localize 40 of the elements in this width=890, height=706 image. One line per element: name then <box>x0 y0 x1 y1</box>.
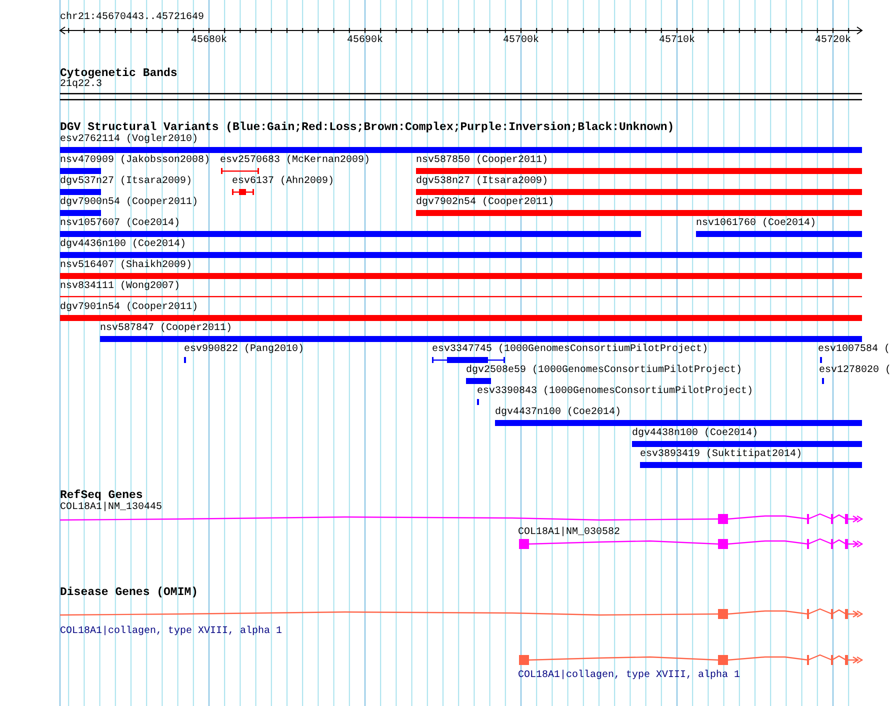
feature-label: nsv516407 (Shaikh2009) <box>60 261 192 271</box>
feature-label: dgv7900n54 (Cooper2011) <box>60 198 198 208</box>
feature-label: esv3893419 (Suktitipat2014) <box>640 450 802 460</box>
feature-label: dgv4437n100 (Coe2014) <box>495 408 622 418</box>
feature-label: dgv7901n54 (Cooper2011) <box>60 303 198 313</box>
feature-label: dgv537n27 (Itsara2009) <box>60 177 192 187</box>
feature-label: esv3390843 (1000GenomesConsortiumPilotProject) <box>477 387 754 397</box>
feature-label: nsv1061760 (Coe2014) <box>696 219 816 229</box>
gene-label: COL18A1|collagen, type XVIII, alpha 1 <box>60 627 282 637</box>
feature-label: dgv4438n100 (Coe2014) <box>632 429 758 439</box>
gene-label: COL18A1|NM_030582 <box>518 528 620 538</box>
tick-label: 45700k <box>503 36 539 46</box>
feature-label: esv1278020 ( <box>819 366 890 376</box>
feature-label: esv2762114 (Vogler2010) <box>60 135 198 145</box>
feature-label: dgv2508e59 (1000GenomesConsortiumPilotProject) <box>466 366 742 376</box>
feature-label: esv3347745 (1000GenomesConsortiumPilotProject) <box>432 345 708 355</box>
coordinate-text: chr21:45670443..45721649 <box>60 13 204 23</box>
feature-label: esv6137 (Ahn2009) <box>232 177 334 187</box>
gene-label: COL18A1|NM_130445 <box>60 503 162 513</box>
tick-label: 45710k <box>659 36 695 46</box>
feature-label: dgv4436n100 (Coe2014) <box>60 240 186 250</box>
feature-label: esv990822 (Pang2010) <box>184 345 304 355</box>
tick-label: 45690k <box>347 36 383 46</box>
tick-label: 45680k <box>191 36 227 46</box>
track-title: Disease Genes (OMIM) <box>60 587 198 598</box>
gene-label: COL18A1|collagen, type XVIII, alpha 1 <box>518 671 740 681</box>
feature-label: esv1007584 ( <box>818 345 890 355</box>
feature-label: esv2570683 (McKernan2009) <box>220 156 370 166</box>
feature-label: nsv470909 (Jakobsson2008) <box>60 156 210 166</box>
feature-label: nsv1057607 (Coe2014) <box>60 219 180 229</box>
feature-label: nsv587847 (Cooper2011) <box>100 324 232 334</box>
feature-label: nsv587850 (Cooper2011) <box>416 156 548 166</box>
feature-label: dgv538n27 (Itsara2009) <box>416 177 548 187</box>
feature-label: nsv834111 (Wong2007) <box>60 282 180 292</box>
tick-label: 45720k <box>815 36 851 46</box>
feature-label: dgv7902n54 (Cooper2011) <box>416 198 554 208</box>
track-title: RefSeq Genes <box>60 490 143 502</box>
band-name: 21q22.3 <box>60 80 102 90</box>
track-title: Cytogenetic Bands <box>60 68 178 80</box>
track-title: DGV Structural Variants (Blue:Gain;Red:Loss;Brown:Complex;Purple:Inversion;Black:Unknown) <box>60 122 674 134</box>
